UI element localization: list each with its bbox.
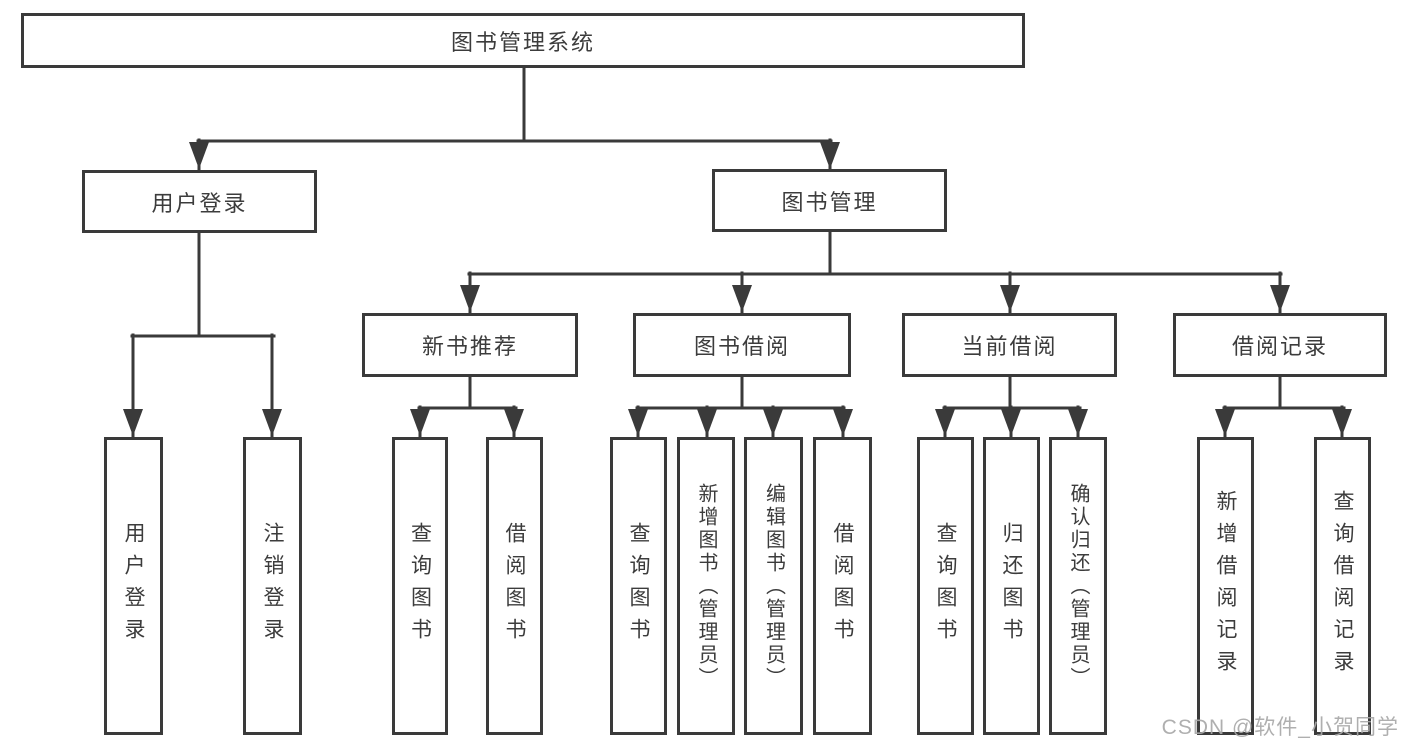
node-book-borrow: 图书借阅	[633, 313, 851, 377]
leaf-borrow-books-recommend: 借阅图书	[486, 437, 543, 735]
leaf-query-borrow-record: 查询借阅记录	[1314, 437, 1371, 735]
leaf-edit-books-admin: 编辑图书（管理员）	[744, 437, 803, 735]
node-book-management: 图书管理	[712, 169, 947, 232]
leaf-logout-login: 注销登录	[243, 437, 302, 735]
node-user-login: 用户登录	[82, 170, 317, 233]
node-new-book-recommend: 新书推荐	[362, 313, 578, 377]
node-borrow-records: 借阅记录	[1173, 313, 1387, 377]
node-current-borrow: 当前借阅	[902, 313, 1117, 377]
csdn-watermark: CSDN @软件_小贺同学	[1161, 716, 1399, 739]
leaf-return-books: 归还图书	[983, 437, 1040, 735]
leaf-confirm-return-admin: 确认归还（管理员）	[1049, 437, 1107, 735]
leaf-query-books-recommend: 查询图书	[392, 437, 448, 735]
leaf-user-login: 用户登录	[104, 437, 163, 735]
leaf-borrow-books: 借阅图书	[813, 437, 872, 735]
leaf-add-borrow-record: 新增借阅记录	[1197, 437, 1254, 735]
leaf-query-books-borrow: 查询图书	[610, 437, 667, 735]
node-root-system: 图书管理系统	[21, 13, 1025, 68]
leaf-add-books-admin: 新增图书（管理员）	[677, 437, 735, 735]
leaf-query-books-current: 查询图书	[917, 437, 974, 735]
